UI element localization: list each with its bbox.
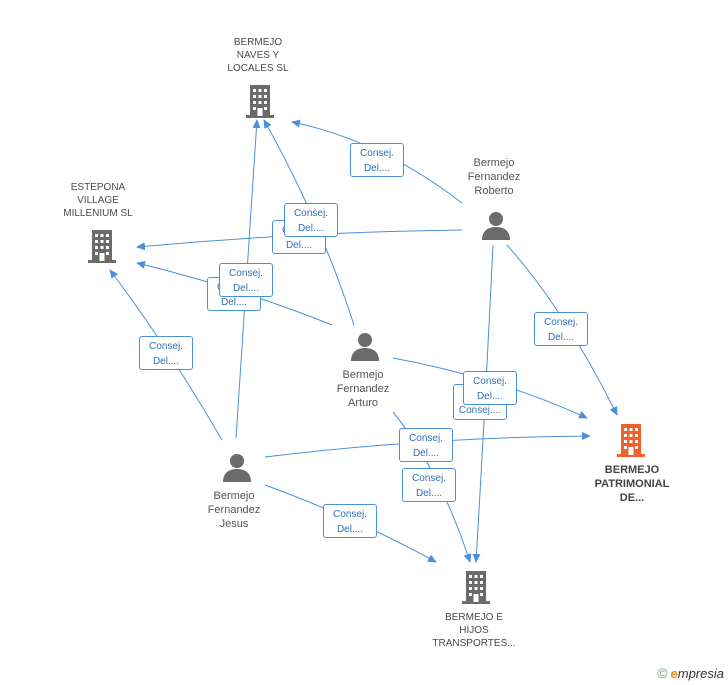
person-icon[interactable] [481, 210, 511, 240]
person-label-roberto[interactable]: Bermejo Fernandez Roberto [467, 157, 521, 197]
edge-label-jesus-hijos[interactable]: Consej.Del.... [323, 504, 377, 538]
edge-label-jesus-naves[interactable]: Consej.Del.... [219, 263, 273, 297]
edge-label-arturo-hijos[interactable]: Consej.Del.... [402, 468, 456, 502]
edge-label-roberto-naves[interactable]: Consej.Del.... [350, 143, 404, 177]
edge-label-jesus-patrimonial[interactable]: Consej.Del.... [399, 428, 453, 462]
brand-logo: empresia [670, 666, 724, 681]
person-label-jesus[interactable]: Bermejo Fernandez Jesus [207, 490, 261, 530]
person-icon[interactable] [222, 452, 252, 482]
copyright-icon: © [657, 665, 668, 681]
company-label-bermejo-hijos[interactable]: BERMEJO E HIJOS TRANSPORTES... [432, 612, 516, 649]
edge-label-jesus-estepona[interactable]: Consej.Del.... [139, 336, 193, 370]
building-icon[interactable] [87, 229, 117, 263]
person-label-arturo[interactable]: Bermejo Fernandez Arturo [336, 369, 390, 409]
building-icon[interactable] [245, 84, 275, 118]
brand-footer: ©empresia [657, 665, 724, 681]
building-icon[interactable] [461, 570, 491, 604]
edge-label-arturo-patrimonial[interactable]: Consej.Del.... [463, 371, 517, 405]
edge-label-arturo-naves[interactable]: Consej.Del.... [284, 203, 338, 237]
person-icon[interactable] [350, 331, 380, 361]
company-label-bermejo-patrimonial[interactable]: BERMEJO PATRIMONIAL DE... [594, 464, 670, 504]
company-label-estepona-village[interactable]: ESTEPONA VILLAGE MILLENIUM SL [63, 182, 133, 219]
building-icon-highlighted[interactable] [616, 423, 646, 457]
edge-label-roberto-patrimonial[interactable]: Consej.Del.... [534, 312, 588, 346]
company-label-bermejo-naves[interactable]: BERMEJO NAVES Y LOCALES SL [227, 37, 289, 74]
